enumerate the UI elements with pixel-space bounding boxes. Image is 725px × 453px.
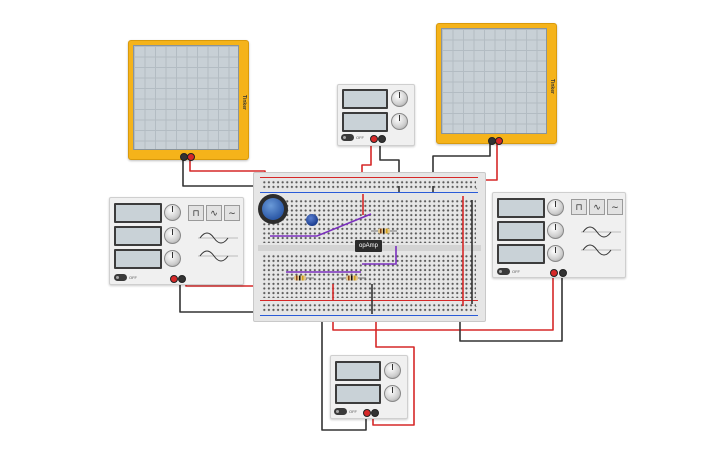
rail-line-red: [260, 177, 478, 178]
power-supply-bottom[interactable]: OFF: [330, 355, 408, 419]
opamp-chip[interactable]: opAmp: [355, 240, 382, 252]
supply-negative-terminal[interactable]: [378, 135, 386, 143]
frequency-display: [497, 198, 545, 218]
offset-knob[interactable]: [164, 250, 181, 267]
oscilloscope-screen: [441, 28, 547, 134]
offset-display: [497, 244, 545, 264]
power-supply-top[interactable]: OFF: [337, 84, 415, 146]
square-wave-icon[interactable]: ⊓: [188, 205, 204, 221]
scope-positive-terminal[interactable]: [187, 153, 195, 161]
amplitude-knob[interactable]: [547, 222, 564, 239]
triangle-wave-icon[interactable]: ∿: [206, 205, 222, 221]
power-rail-top[interactable]: [262, 180, 476, 190]
supply-voltage-display: [335, 361, 381, 381]
supply-current-display: [342, 112, 388, 132]
oscilloscope-left[interactable]: Tinker Ch + -: [128, 40, 249, 161]
power-switch[interactable]: [334, 408, 347, 415]
resistor[interactable]: [338, 275, 366, 281]
scope-positive-terminal[interactable]: [495, 137, 503, 145]
oscilloscope-right[interactable]: Tinker Ch + -: [436, 23, 557, 145]
oscilloscope-screen: [133, 45, 239, 150]
frequency-knob[interactable]: [164, 204, 181, 221]
supply-voltage-display: [342, 89, 388, 109]
frequency-display: [114, 203, 162, 223]
wire-red[interactable]: [372, 286, 415, 426]
potentiometer[interactable]: [258, 194, 288, 224]
function-generator-right[interactable]: ⊓ ∿ ∼ OFF: [492, 192, 626, 278]
function-generator-left[interactable]: ⊓ ∿ ∼ OFF: [109, 197, 244, 285]
sine-wave-icon: [198, 232, 238, 262]
square-wave-icon[interactable]: ⊓: [571, 199, 587, 215]
sine-wave-icon[interactable]: ∼: [607, 199, 623, 215]
voltage-knob[interactable]: [391, 90, 408, 107]
output-positive-terminal[interactable]: [550, 269, 558, 277]
breadboard[interactable]: + − opAmp: [253, 172, 486, 322]
wire-black[interactable]: [182, 156, 256, 187]
offset-knob[interactable]: [547, 245, 564, 262]
sine-wave-icon: [581, 226, 621, 256]
wire-black[interactable]: [321, 312, 367, 431]
supply-negative-terminal[interactable]: [371, 409, 379, 417]
wire-purple[interactable]: [362, 246, 397, 265]
rail-minus-label: −: [475, 304, 478, 309]
amplitude-display: [114, 226, 162, 246]
wire-purple[interactable]: [270, 213, 372, 237]
oscilloscope-brand: Tinker: [549, 78, 555, 94]
rail-line-blue: [260, 315, 478, 316]
rail-line-red: [260, 300, 478, 301]
power-switch[interactable]: [114, 274, 127, 281]
power-rail-bottom[interactable]: [262, 303, 476, 313]
potentiometer-knob[interactable]: [262, 198, 284, 220]
supply-positive-terminal[interactable]: [370, 135, 378, 143]
supply-positive-terminal[interactable]: [363, 409, 371, 417]
power-switch[interactable]: [341, 134, 354, 141]
sine-wave-icon[interactable]: ∼: [224, 205, 240, 221]
offset-display: [114, 249, 162, 269]
resistor[interactable]: [371, 228, 397, 234]
amplitude-display: [497, 221, 545, 241]
rail-line-blue: [260, 192, 478, 193]
triangle-wave-icon[interactable]: ∿: [589, 199, 605, 215]
output-positive-terminal[interactable]: [170, 275, 178, 283]
power-label: OFF: [349, 409, 357, 414]
power-label: OFF: [512, 269, 520, 274]
power-label: OFF: [356, 135, 364, 140]
capacitor[interactable]: [306, 214, 318, 226]
power-switch[interactable]: [497, 268, 510, 275]
wire-black[interactable]: [459, 272, 563, 342]
rail-plus-label: +: [475, 186, 478, 191]
voltage-knob[interactable]: [384, 362, 401, 379]
output-negative-terminal[interactable]: [559, 269, 567, 277]
oscilloscope-brand: Tinker: [241, 95, 247, 111]
power-label: OFF: [129, 275, 137, 280]
supply-current-display: [335, 384, 381, 404]
current-knob[interactable]: [391, 113, 408, 130]
frequency-knob[interactable]: [547, 199, 564, 216]
resistor[interactable]: [286, 275, 314, 281]
current-knob[interactable]: [384, 385, 401, 402]
output-negative-terminal[interactable]: [178, 275, 186, 283]
amplitude-knob[interactable]: [164, 227, 181, 244]
